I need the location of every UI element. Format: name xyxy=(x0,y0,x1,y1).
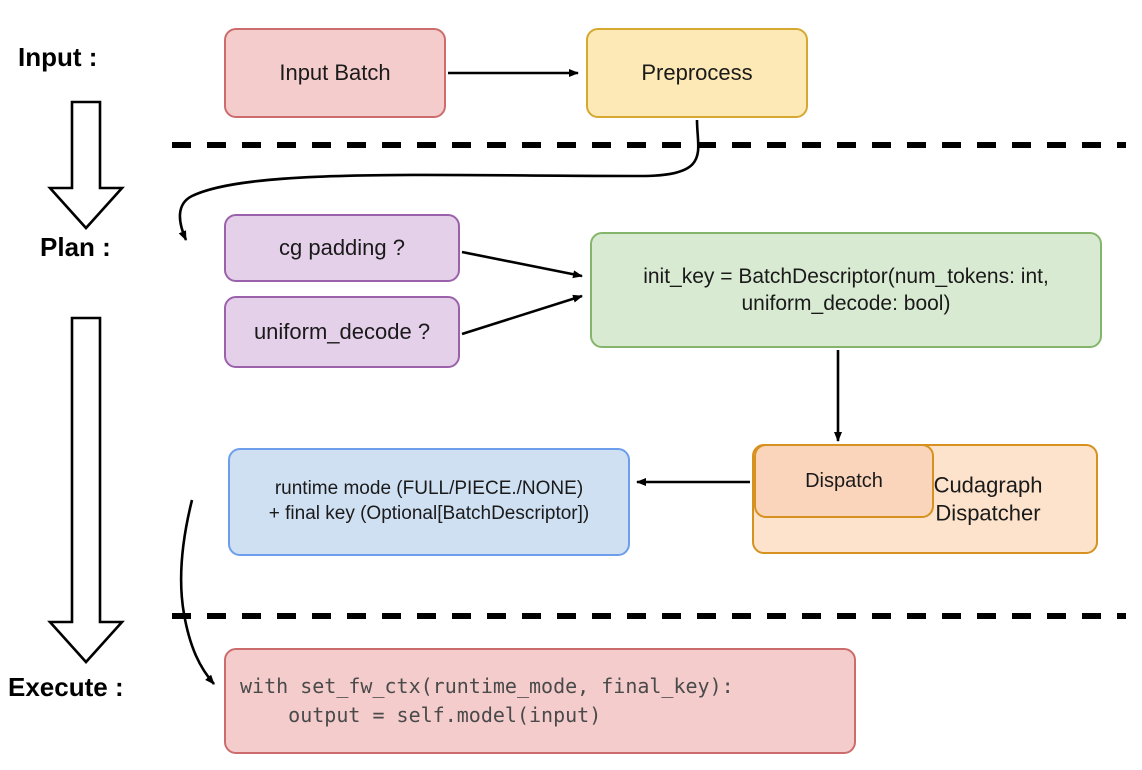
uniform-decode-to-init-key-edge xyxy=(461,294,583,336)
node-uniform-decode[interactable]: uniform_decode ? xyxy=(224,296,460,368)
plan-to-execute-arrow xyxy=(47,316,125,664)
node-code-block[interactable]: with set_fw_ctx(runtime_mode, final_key)… xyxy=(224,648,856,754)
node-cg-padding[interactable]: cg padding ? xyxy=(224,214,460,282)
cg-padding-to-init-key-edge xyxy=(461,250,583,279)
node-init-key[interactable]: init_key = BatchDescriptor(num_tokens: i… xyxy=(590,232,1102,348)
stage-label-execute: Execute : xyxy=(8,672,124,702)
cudagraph-dispatcher-label: Cudagraph Dispatcher xyxy=(933,472,1043,526)
input-to-plan-arrow xyxy=(47,100,125,230)
stage-label-input: Input : xyxy=(18,42,98,72)
node-input-batch[interactable]: Input Batch xyxy=(224,28,446,118)
stage-label-plan: Plan : xyxy=(40,232,111,262)
runtime-mode-to-code-edge xyxy=(179,499,215,685)
node-preprocess[interactable]: Preprocess xyxy=(586,28,808,118)
node-runtime-mode[interactable]: runtime mode (FULL/PIECE./NONE) + final … xyxy=(228,448,630,556)
node-dispatch[interactable]: Dispatch xyxy=(754,444,934,518)
